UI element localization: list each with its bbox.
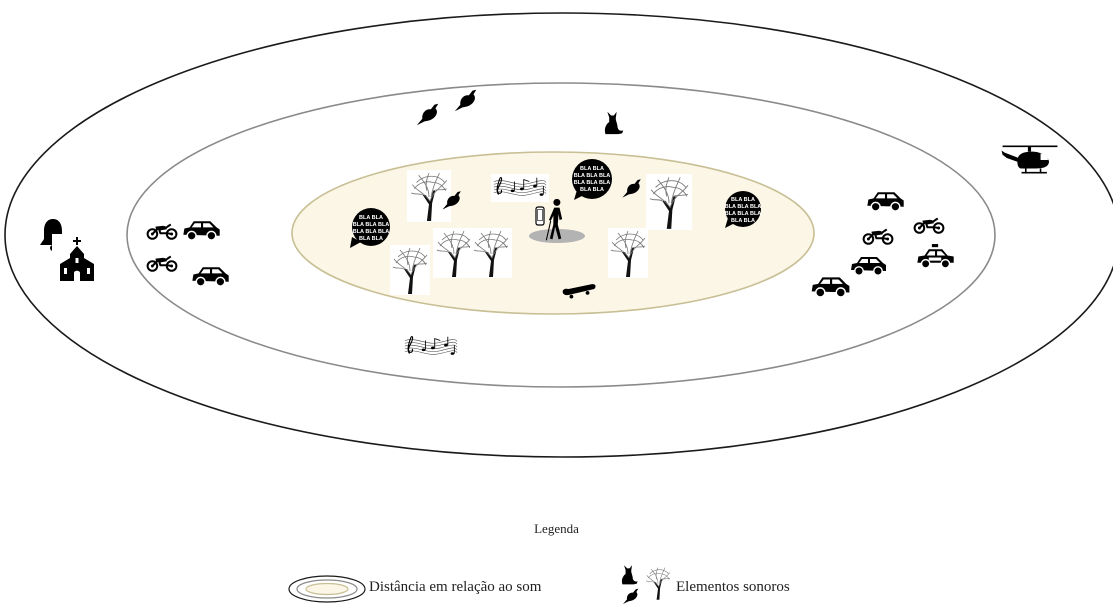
speech-line: BLA BLA bbox=[359, 236, 383, 242]
legend-elements-icon bbox=[622, 562, 672, 604]
middle-right-vehicles bbox=[806, 183, 958, 302]
speech-line: BLA BLA bbox=[580, 187, 604, 193]
bird-icon bbox=[455, 90, 476, 111]
cat-icon bbox=[622, 565, 638, 584]
legend-title: Legenda bbox=[0, 521, 1113, 537]
legend-rings-icon bbox=[289, 576, 365, 602]
middle-birds bbox=[417, 90, 476, 125]
middle-left-vehicles bbox=[146, 212, 233, 292]
speech-line: BLA BLA bbox=[731, 197, 755, 203]
phone-icon bbox=[536, 207, 544, 225]
middle-music bbox=[402, 333, 460, 361]
inner-music bbox=[491, 174, 549, 202]
cat-icon bbox=[605, 112, 623, 134]
speech-line: BLA BLA bbox=[359, 215, 383, 221]
speech-line: BLA BLA BLA bbox=[574, 173, 611, 179]
legend-distance-label: Distância em relação ao som bbox=[369, 579, 541, 596]
speech-line: BLA BLA BLA bbox=[725, 211, 762, 217]
legend-elements-label: Elementos sonoros bbox=[676, 579, 790, 596]
speech-line: BLA BLA bbox=[731, 218, 755, 224]
speech-line: BLA BLA BLA bbox=[574, 180, 611, 186]
speech-line: BLA BLA BLA bbox=[353, 229, 390, 235]
speech-line: BLA BLA BLA bbox=[353, 222, 390, 228]
bird-icon bbox=[417, 104, 438, 125]
bird-icon bbox=[623, 589, 638, 604]
speech-line: BLA BLA BLA bbox=[725, 204, 762, 210]
speech-line: BLA BLA bbox=[580, 166, 604, 172]
